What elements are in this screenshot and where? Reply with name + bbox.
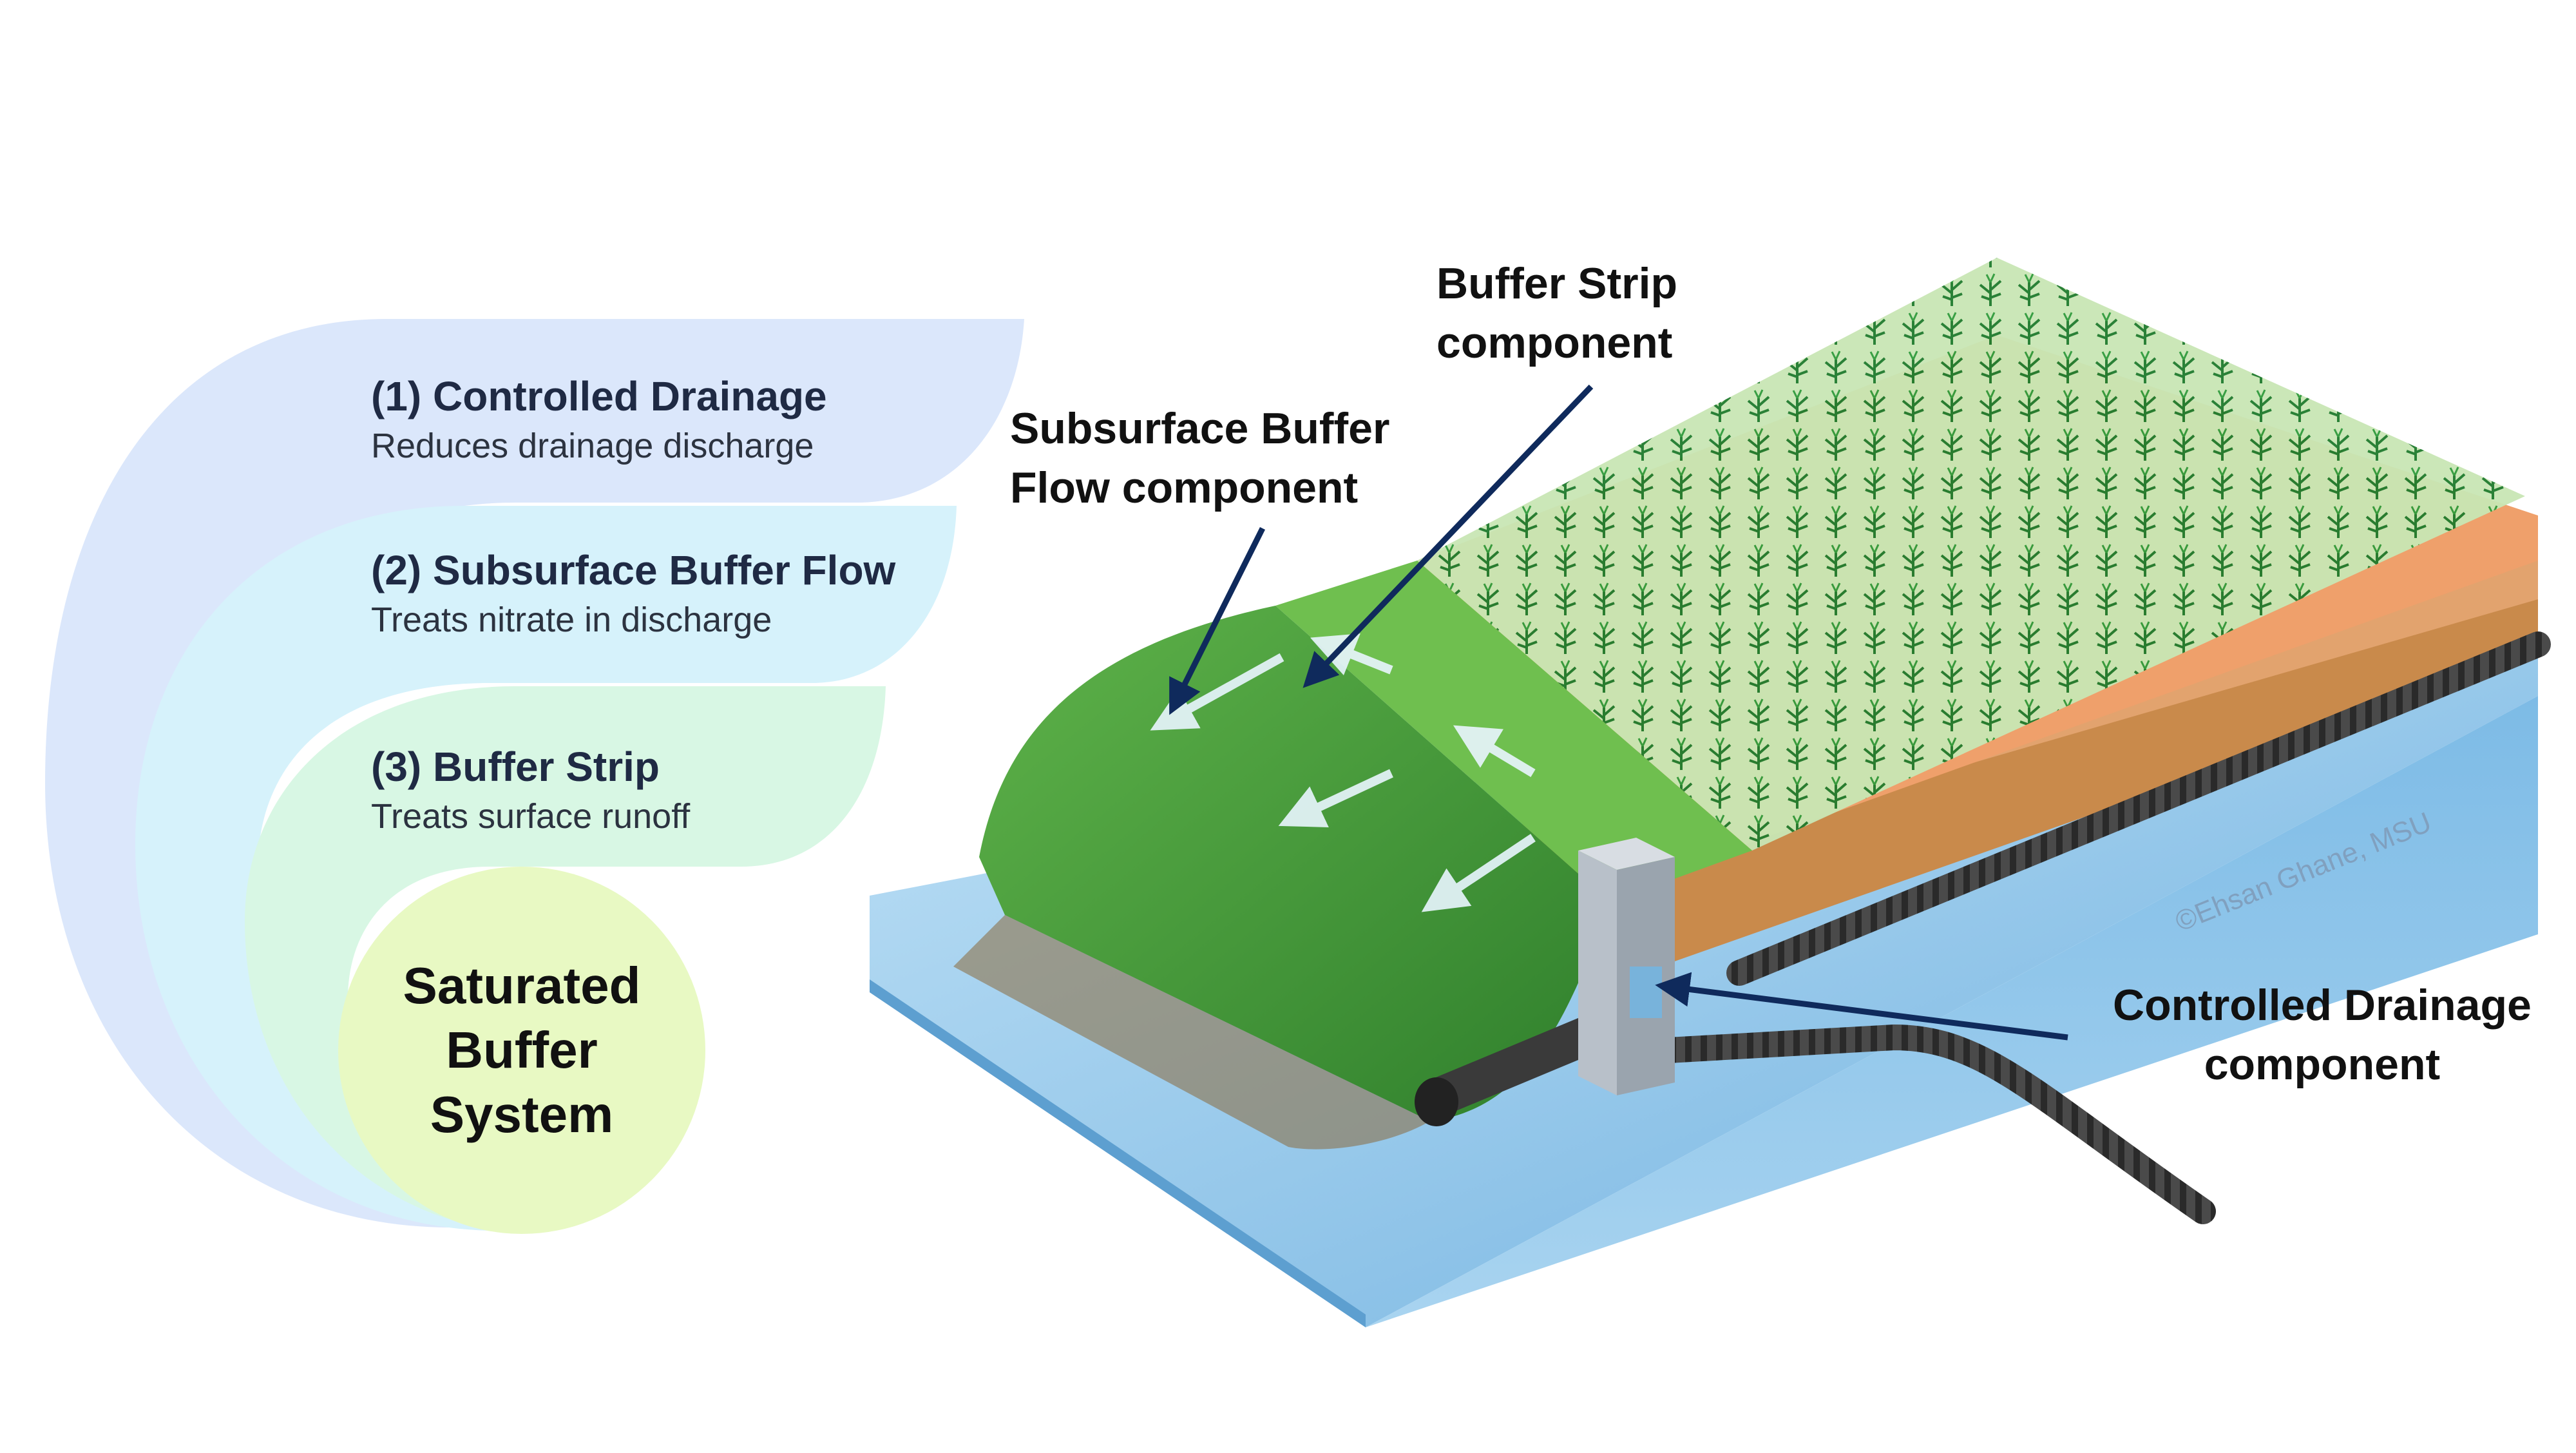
legend-item-title: (1) Controlled Drainage <box>371 373 827 419</box>
water-block-front <box>870 979 1366 1327</box>
legend-item-desc: Reduces drainage discharge <box>371 427 814 466</box>
legend-layer-buffer-strip <box>245 686 886 1231</box>
legend-item-title: (3) Buffer Strip <box>371 744 660 790</box>
buffer-strip-grass <box>1275 561 1752 902</box>
callout-buffer-strip: Buffer Strip component <box>1436 259 1677 367</box>
legend-item-buffer-strip: (3) Buffer Strip Treats surface runoff <box>371 744 690 838</box>
legend-item-controlled-drainage: (1) Controlled Drainage Reduces drainage… <box>371 374 827 467</box>
legend-panel: (1) Controlled Drainage Reduces drainage… <box>0 0 1095 1450</box>
flow-arrow <box>1453 725 1536 778</box>
control-structure <box>1578 838 1675 1095</box>
flow-arrow <box>1278 769 1393 827</box>
flow-arrow <box>1421 834 1536 912</box>
callout-arrow-buffer-strip <box>1302 384 1594 688</box>
structure-box-front <box>1578 851 1617 1095</box>
callout-arrow-controlled-drainage <box>1655 972 2068 1041</box>
stoplog-window <box>1630 967 1662 1018</box>
callout-arrow-subsurface-flow <box>1169 526 1266 715</box>
legend-item-desc: Treats nitrate in discharge <box>371 601 772 640</box>
crop-rows <box>1417 258 2525 851</box>
callout-subsurface-flow: Subsurface Buffer Flow component <box>1010 404 1390 512</box>
legend-item-subsurface-flow: (2) Subsurface Buffer Flow Treats nitrat… <box>371 548 895 641</box>
pipe-outlet <box>1415 1077 1458 1126</box>
outlet-drain-pipe <box>1655 1024 2216 1224</box>
legend-layer-controlled-drainage <box>45 319 1024 1227</box>
legend-shapes <box>45 319 1024 1234</box>
legend-core-circle <box>338 867 705 1234</box>
main-drain-pipe <box>1726 631 2551 986</box>
buffer-berm <box>979 606 1610 1121</box>
legend-core-label: Saturated Buffer System <box>403 957 641 1143</box>
structure-box-top <box>1578 838 1675 870</box>
ditch-bank <box>953 915 1430 1150</box>
callout-controlled-drainage: Controlled Drainage component <box>2113 981 2532 1089</box>
outlet-pipe-to-ditch <box>1435 1013 1605 1113</box>
water-block-side <box>1366 696 2538 1327</box>
legend-layer-subsurface-flow <box>135 506 957 1231</box>
legend-item-title: (2) Subsurface Buffer Flow <box>371 547 896 593</box>
legend-item-desc: Treats surface runoff <box>371 797 691 836</box>
